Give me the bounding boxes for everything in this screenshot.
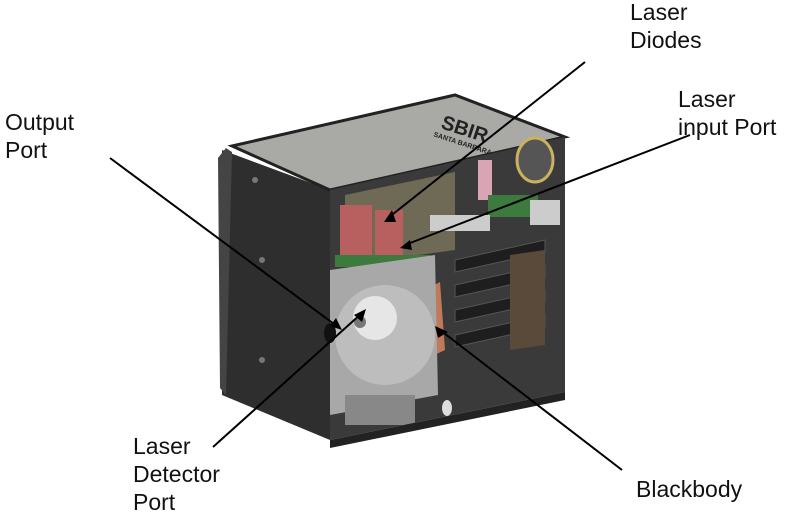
label-line: Port bbox=[133, 489, 176, 515]
label-line: Diodes bbox=[630, 27, 702, 53]
label-line: Laser bbox=[678, 86, 736, 112]
leader-laser-input-port bbox=[404, 134, 691, 246]
leader-laser-diodes bbox=[387, 61, 586, 219]
left-panel bbox=[222, 150, 330, 440]
leader-blackbody bbox=[439, 329, 623, 471]
label-line: input Port bbox=[678, 114, 777, 140]
label-output-port: Output Port bbox=[5, 108, 74, 164]
label-laser-diodes: Laser Diodes bbox=[630, 0, 702, 54]
laser-diode-mount bbox=[340, 205, 372, 255]
label-line: Laser bbox=[133, 433, 191, 459]
leader-output-port bbox=[109, 157, 339, 328]
label-line: Port bbox=[5, 137, 48, 163]
label-line: Detector bbox=[133, 461, 220, 487]
label-laser-detector-port: Laser Detector Port bbox=[133, 432, 220, 516]
label-line: Blackbody bbox=[636, 476, 743, 502]
leader-laser-detector-port bbox=[212, 312, 363, 448]
label-line: Laser bbox=[630, 0, 688, 25]
label-laser-input-port: Laser input Port bbox=[678, 85, 776, 141]
label-line: Output bbox=[5, 109, 75, 135]
label-blackbody: Blackbody bbox=[636, 475, 742, 503]
